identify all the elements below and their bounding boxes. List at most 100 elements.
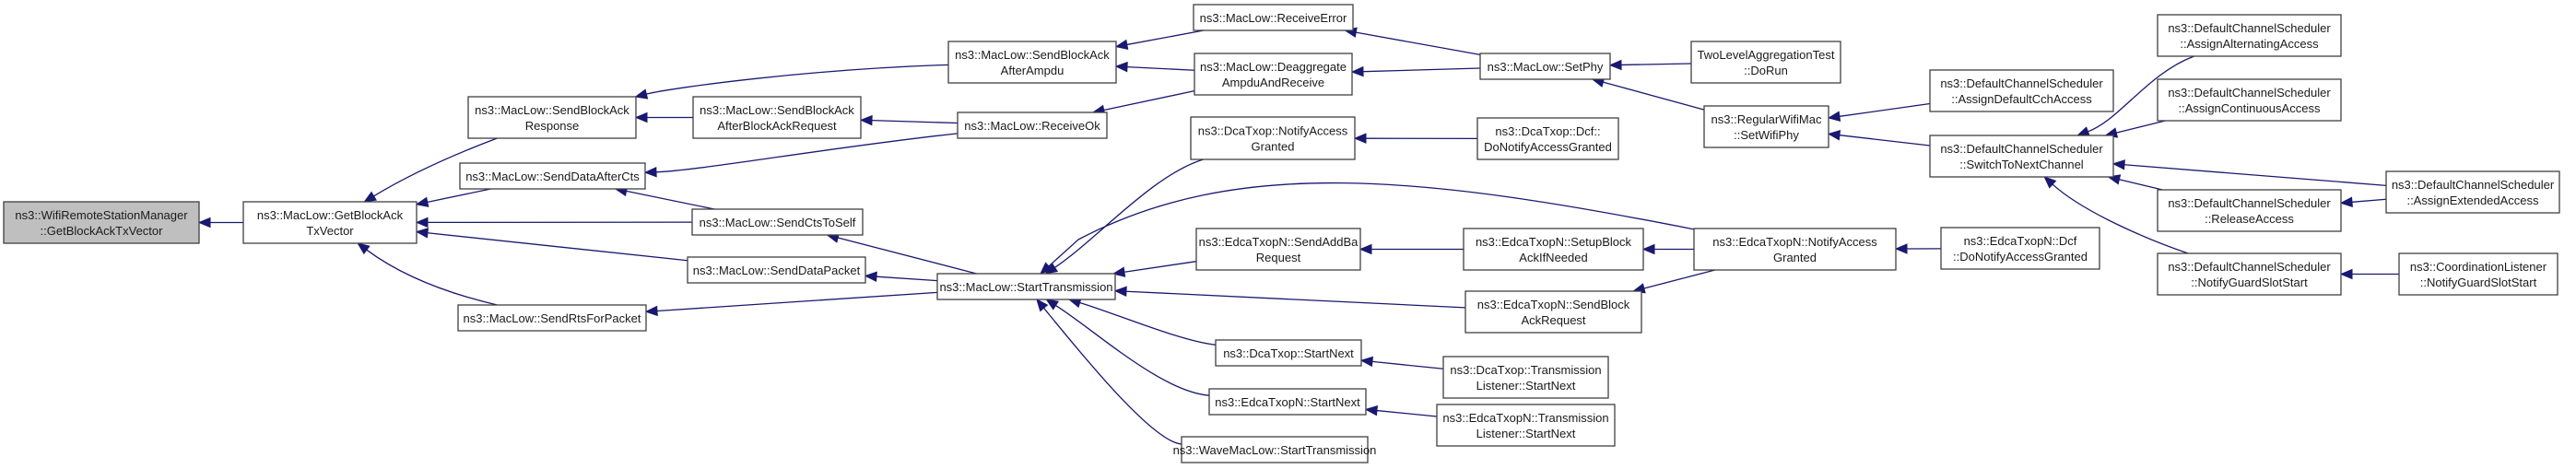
node-label: ns3::EdcaTxopN::SendBlock (1477, 298, 1630, 311)
edge-line (2088, 55, 2194, 133)
edges-layer (197, 27, 2399, 445)
edge-start-tx-to-send-rts (644, 291, 938, 317)
edge-send-cts-to-self-to-get-batx (415, 217, 693, 229)
edge-line (2052, 183, 2189, 254)
edge-edca-send-bar-to-start-tx (1113, 286, 1466, 309)
node-dca-tlstart-next[interactable]: ns3::DcaTxop::TransmissionListener::Star… (1442, 356, 1609, 399)
arrowhead-icon (357, 242, 371, 255)
node-send-data-packet[interactable]: ns3::MacLow::SendDataPacket (687, 256, 866, 284)
edge-dca-tlstart-next-to-dca-start-next (1359, 356, 1444, 369)
node-send-data-after-cts[interactable]: ns3::MacLow::SendDataAfterCts (459, 162, 646, 190)
node-box (1464, 290, 1642, 334)
node-edca-dcf-notify[interactable]: ns3::EdcaTxopN::Dcf::DoNotifyAccessGrant… (1940, 227, 2100, 270)
edge-dcs-extended-to-dcs-release (2339, 196, 2387, 207)
node-wave-start-tx[interactable]: ns3::WaveMacLow::StartTransmission (1173, 436, 1377, 463)
node-receive-ok[interactable]: ns3::MacLow::ReceiveOk (957, 111, 1108, 139)
arrowhead-icon (1359, 356, 1374, 368)
node-dca-notify[interactable]: ns3::DcaTxop::NotifyAccessGranted (1190, 116, 1356, 160)
edge-line (871, 120, 959, 124)
node-send-rts[interactable]: ns3::MacLow::SendRtsForPacket (457, 304, 647, 332)
node-label: ns3::MacLow::ReceiveError (1200, 11, 1347, 25)
node-root[interactable]: ns3::WifiRemoteStationManager::GetBlockA… (3, 201, 200, 244)
node-box (2398, 252, 2558, 296)
node-box (691, 208, 864, 236)
edge-send-baafter-bar-to-send-baresp (634, 111, 693, 123)
node-label: Response (525, 119, 580, 133)
arrowhead-icon (1353, 133, 1367, 144)
node-dcs-alternating[interactable]: ns3::DefaultChannelScheduler::AssignAlte… (2157, 14, 2342, 57)
edge-line (373, 137, 498, 197)
edge-line (1126, 65, 1195, 71)
node-label: ns3::DefaultChannelScheduler (1940, 76, 2103, 90)
edge-line (1055, 304, 1210, 396)
node-label: Listener::StartNext (1476, 427, 1576, 440)
arrowhead-icon (1040, 262, 1053, 275)
node-get-batx[interactable]: ns3::MacLow::GetBlockAckTxVector (242, 201, 418, 244)
node-label: ns3::EdcaTxopN::NotifyAccess (1712, 235, 1877, 249)
arrowhead-icon (1827, 130, 1841, 141)
node-label: ns3::CoordinationListener (2410, 260, 2547, 274)
node-dcs-switch[interactable]: ns3::DefaultChannelScheduler::SwitchToNe… (1929, 135, 2114, 178)
edge-line (1048, 182, 1695, 267)
arrowhead-icon (1114, 61, 1128, 73)
node-send-baafter-bar[interactable]: ns3::MacLow::SendBlockAckAfterBlockAckRe… (692, 96, 862, 139)
node-dcs-guard[interactable]: ns3::DefaultChannelScheduler::NotifyGuar… (2157, 252, 2342, 296)
edge-send-baresp-to-get-batx (363, 137, 498, 203)
node-dca-dcf-notify[interactable]: ns3::DcaTxop::Dcf::DoNotifyAccessGranted (1476, 117, 1619, 160)
arrowhead-icon (2111, 159, 2125, 170)
arrowhead-icon (634, 111, 648, 123)
node-dcs-extended[interactable]: ns3::DefaultChannelScheduler::AssignExte… (2385, 170, 2560, 214)
edge-dcs-continuous-to-dcs-switch (2104, 120, 2166, 138)
node-label: ns3::WaveMacLow::StartTransmission (1173, 443, 1377, 457)
node-edca-notify[interactable]: ns3::EdcaTxopN::NotifyAccessGranted (1693, 228, 1897, 271)
node-box (1215, 339, 1362, 367)
node-dcs-continuous[interactable]: ns3::DefaultChannelScheduler::AssignCont… (2157, 78, 2342, 122)
node-box (1193, 4, 1354, 31)
node-edca-tlstart-next[interactable]: ns3::EdcaTxopN::TransmissionListener::St… (1436, 404, 1616, 447)
node-two-level[interactable]: TwoLevelAggregationTest::DoRun (1690, 41, 1841, 84)
edge-dca-dcf-notify-to-dca-notify (1353, 133, 1478, 144)
arrowhead-icon (1894, 243, 1908, 254)
node-dca-start-next[interactable]: ns3::DcaTxop::StartNext (1215, 339, 1362, 367)
node-dcs-assign-default[interactable]: ns3::DefaultChannelScheduler::AssignDefa… (1929, 69, 2114, 112)
node-label: ns3::MacLow::SendRtsForPacket (464, 311, 641, 325)
node-label: AckRequest (1521, 313, 1585, 327)
node-edca-start-next[interactable]: ns3::EdcaTxopN::StartNext (1208, 388, 1367, 416)
node-dcs-release[interactable]: ns3::DefaultChannelScheduler::ReleaseAcc… (2157, 189, 2342, 232)
edge-line (1839, 135, 1931, 147)
edge-receive-error-to-send-baafter-ampdu (1114, 29, 1205, 50)
node-send-cts-to-self[interactable]: ns3::MacLow::SendCtsToSelf (691, 208, 864, 236)
node-label: ns3::DcaTxop::Dcf:: (1495, 124, 1600, 138)
edge-line (1839, 102, 1931, 117)
node-box (1194, 53, 1353, 96)
edge-line (626, 190, 715, 210)
arrowhead-icon (1114, 39, 1129, 50)
node-label: ::AssignDefaultCchAccess (1951, 92, 2092, 106)
node-coord-guard[interactable]: ns3::CoordinationListener::NotifyGuardSl… (2398, 252, 2558, 296)
edge-dcs-guard-to-dcs-switch (2043, 176, 2189, 254)
node-box (242, 201, 418, 244)
node-label: ns3::MacLow::SendDataAfterCts (465, 170, 640, 183)
node-label: ns3::DefaultChannelScheduler (2168, 196, 2331, 210)
node-label: ns3::EdcaTxopN::SetupBlock (1476, 235, 1632, 249)
edge-dca-start-next-to-start-tx (1067, 298, 1217, 346)
edge-send-cts-to-self-to-send-data-after-cts (614, 185, 715, 210)
edge-line (876, 276, 938, 282)
arrowhead-icon (859, 114, 873, 126)
node-label: ::DoNotifyAccessGranted (1953, 250, 2088, 264)
arrowhead-icon (363, 191, 377, 203)
edge-set-phy-to-receive-error (1344, 27, 1481, 55)
node-start-tx[interactable]: ns3::MacLow::StartTransmission (936, 273, 1116, 300)
node-receive-error[interactable]: ns3::MacLow::ReceiveError (1193, 4, 1354, 31)
node-reg-set-wifi-phy[interactable]: ns3::RegularWifiMac::SetWifiPhy (1703, 105, 1829, 148)
edge-get-batx-to-root (197, 217, 243, 229)
node-box (1195, 228, 1361, 271)
node-box (957, 111, 1108, 139)
node-set-phy[interactable]: ns3::MacLow::SetPhy (1479, 53, 1611, 80)
